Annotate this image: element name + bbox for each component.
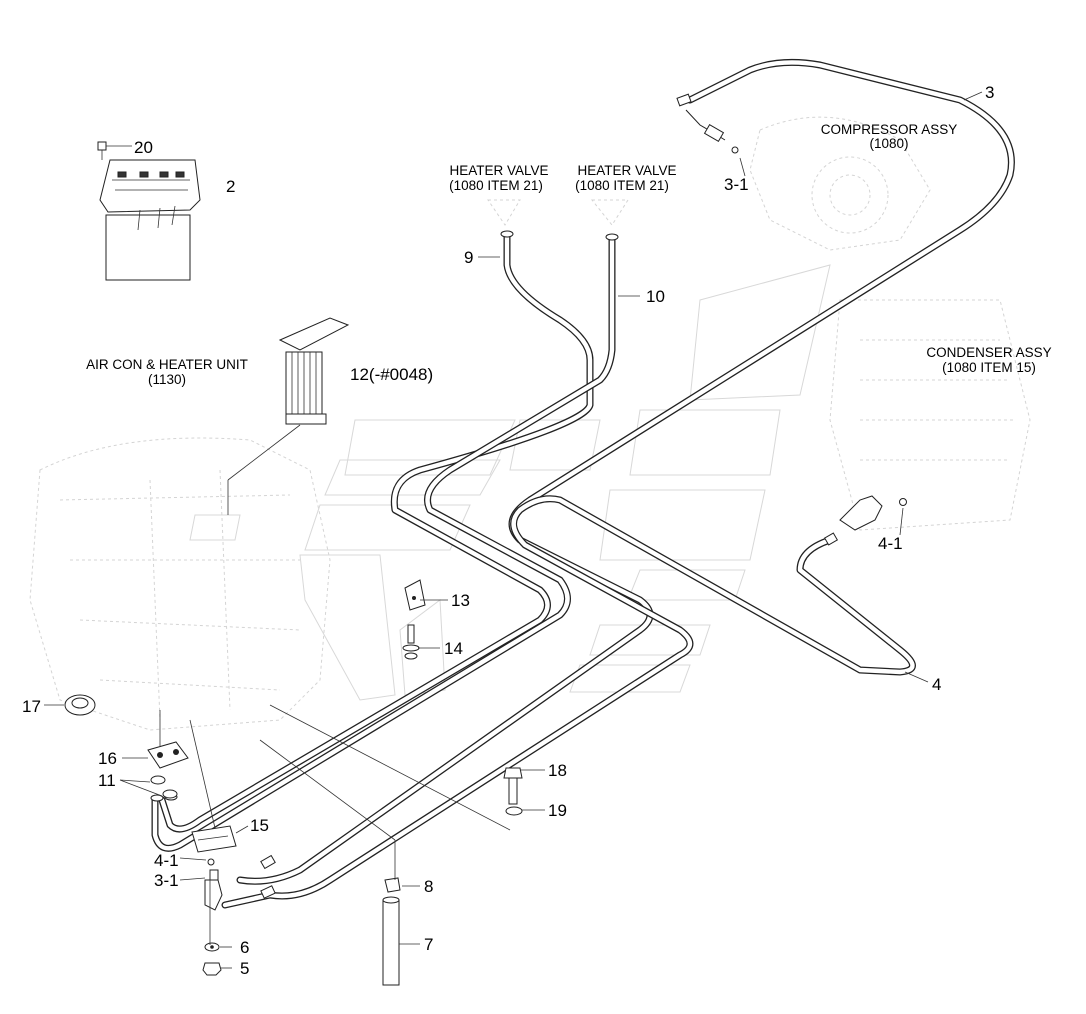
callout-labels: 20 2 3 3-1 4-1 4 9 10 12(-#0048) 13 14 1… [22, 83, 994, 978]
frame-chevron-panels [189, 264, 831, 701]
callout-17: 17 [22, 697, 41, 716]
grommet-plate-16 [147, 741, 189, 799]
callout-4: 4 [932, 675, 941, 694]
ghost-condenser [829, 299, 1031, 531]
grommet-17 [64, 694, 96, 716]
callout-12: 12(-#0048) [350, 365, 433, 384]
callout-14: 14 [444, 639, 463, 658]
heater-valve-left-label: HEATER VALVE [449, 163, 548, 178]
callout-3-1-left: 3-1 [154, 871, 179, 890]
callout-4-1-left: 4-1 [154, 851, 179, 870]
callout-20: 20 [134, 138, 153, 157]
compressor-fitting [676, 93, 739, 154]
callout-19: 19 [548, 801, 567, 820]
callout-5: 5 [240, 959, 249, 978]
callout-9: 9 [464, 248, 473, 267]
heater-valve-right-ref: (1080 ITEM 21) [575, 178, 669, 193]
clip-8 [384, 877, 401, 893]
callout-15: 15 [250, 816, 269, 835]
leader-lines [44, 91, 983, 969]
bolt-18 [503, 767, 523, 816]
aircon-unit-label: AIR CON & HEATER UNIT [86, 357, 248, 372]
pipe-4 [221, 495, 916, 909]
callout-8: 8 [424, 877, 433, 896]
callout-2: 2 [226, 177, 235, 196]
callout-4-1-right: 4-1 [878, 534, 903, 553]
bracket-13 [404, 579, 426, 611]
compressor-assy-ref: (1080) [869, 136, 908, 151]
callout-13: 13 [451, 591, 470, 610]
callout-18: 18 [548, 761, 567, 780]
bolt-14 [402, 624, 420, 660]
condenser-assy-label: CONDENSER ASSY [926, 345, 1051, 360]
callout-3-1-top: 3-1 [724, 175, 749, 194]
heater-valve-right-label: HEATER VALVE [577, 163, 676, 178]
heater-hose-10 [151, 234, 616, 852]
heater-valve-left-ref: (1080 ITEM 21) [449, 178, 543, 193]
heater-hose-9 [158, 231, 594, 833]
heater-core [227, 317, 350, 515]
condenser-fitting [823, 495, 907, 546]
callout-16: 16 [98, 749, 117, 768]
callout-11: 11 [98, 771, 116, 790]
frame-fittings [202, 854, 276, 976]
compressor-assy-label: COMPRESSOR ASSY [821, 122, 958, 137]
cover-15 [191, 825, 237, 853]
condenser-assy-ref: (1080 ITEM 15) [942, 360, 1036, 375]
pipe-3 [236, 58, 1015, 885]
callout-7: 7 [424, 935, 433, 954]
callout-6: 6 [240, 938, 249, 957]
aircon-unit-ref: (1130) [148, 372, 186, 387]
callout-10: 10 [646, 287, 665, 306]
assembly-labels: COMPRESSOR ASSY (1080) HEATER VALVE (108… [86, 122, 1052, 387]
tube-7 [382, 896, 400, 986]
callout-3: 3 [985, 83, 994, 102]
ghost-compressor [749, 116, 931, 251]
ghost-heater-valves [487, 199, 629, 226]
control-panel [97, 141, 201, 281]
ghost-air-con-unit [29, 437, 331, 731]
